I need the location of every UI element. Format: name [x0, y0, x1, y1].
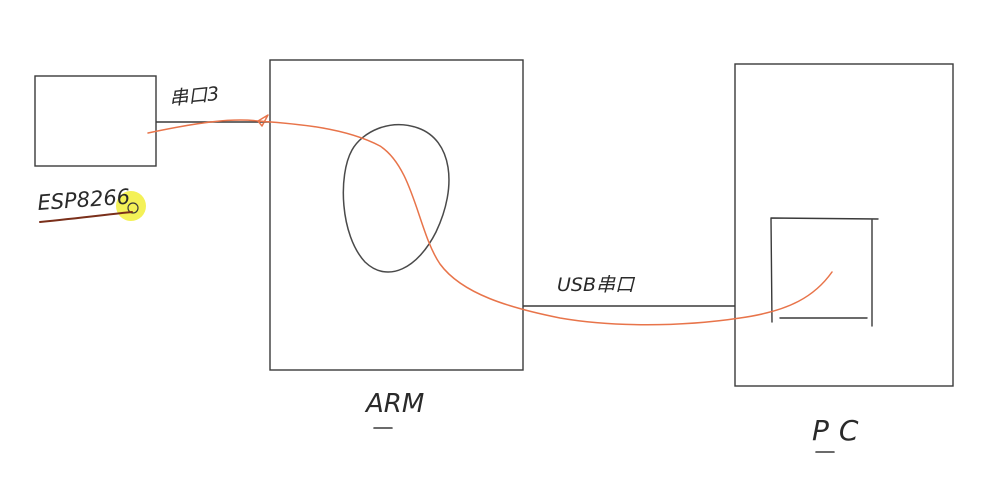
esp-arm-link-label: 串口3 [168, 83, 220, 110]
data-flow-trace [147, 114, 833, 326]
arm-loop [342, 123, 450, 273]
arm-box [269, 59, 524, 371]
pc-inner-window [770, 217, 879, 327]
pc-label: PC [812, 414, 868, 447]
esp-label-underline [39, 211, 133, 223]
esp-box [34, 75, 157, 167]
cursor-ring-icon [127, 202, 139, 214]
arm-label: ARM [364, 389, 424, 419]
arm-pc-link-label: USB串口 [557, 274, 636, 296]
pc-box [734, 63, 954, 387]
